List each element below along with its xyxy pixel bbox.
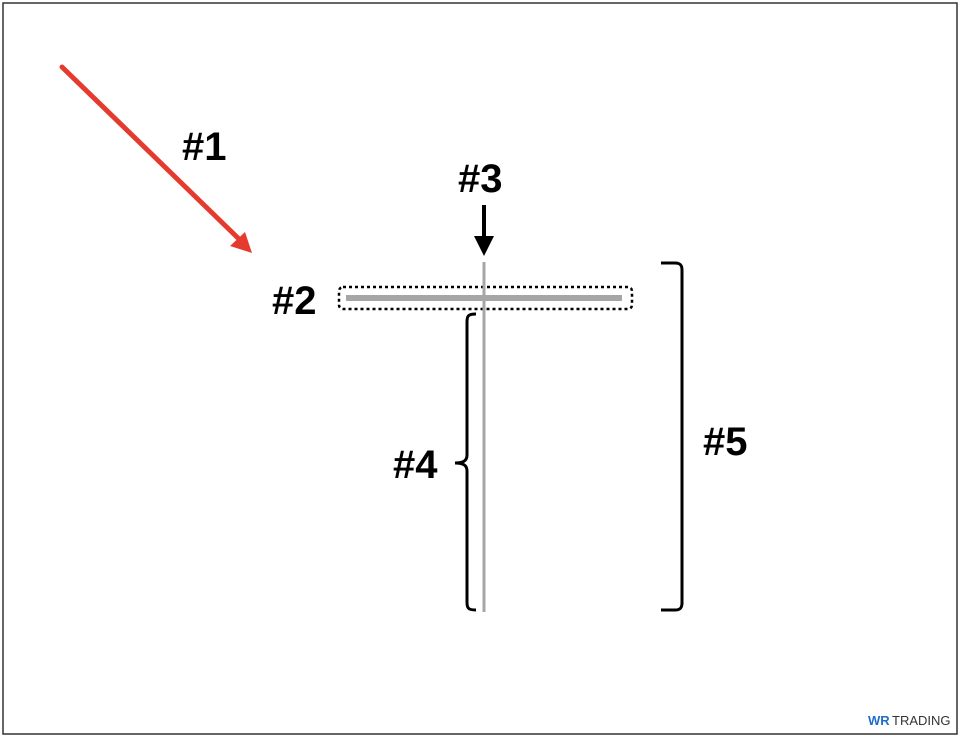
label-1: #1: [182, 125, 227, 169]
watermark-suffix: TRADING: [892, 713, 951, 728]
red-arrow-head: [230, 232, 252, 253]
label-5: #5: [703, 420, 748, 464]
black-down-arrow: [474, 205, 494, 256]
right-bracket: [661, 261, 684, 612]
red-arrow-shaft: [59, 64, 243, 243]
black-arrow-head: [474, 236, 494, 256]
label-3: #3: [458, 157, 503, 201]
left-bracket: [454, 312, 477, 612]
watermark-logo: WR TRADING: [868, 713, 951, 728]
label-4: #4: [393, 443, 438, 487]
label-2: #2: [272, 279, 317, 323]
watermark-prefix: WR: [868, 713, 890, 728]
red-arrow: [59, 64, 252, 253]
